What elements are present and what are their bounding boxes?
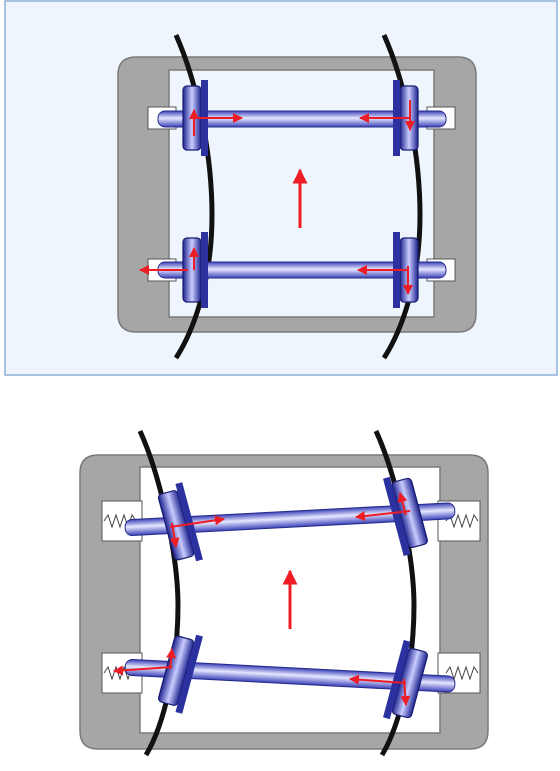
rear-wheelset	[124, 634, 456, 720]
spring	[103, 513, 137, 529]
force-arrows	[113, 492, 411, 706]
right-rail	[373, 429, 417, 757]
spring	[445, 513, 479, 529]
force-arrows	[139, 100, 415, 295]
right-rail	[381, 33, 423, 360]
front-wheelset	[124, 476, 456, 562]
rigid-bogie-diagram	[4, 0, 558, 376]
left-rail	[173, 33, 215, 360]
spring-bogie-diagram	[79, 429, 489, 757]
spring-bogie-panel	[0, 415, 560, 771]
spring	[445, 665, 479, 681]
rigid-bogie-panel	[0, 0, 560, 377]
left-rail	[137, 429, 181, 757]
bogie-frame	[117, 56, 477, 333]
bogie-frame	[79, 454, 489, 750]
